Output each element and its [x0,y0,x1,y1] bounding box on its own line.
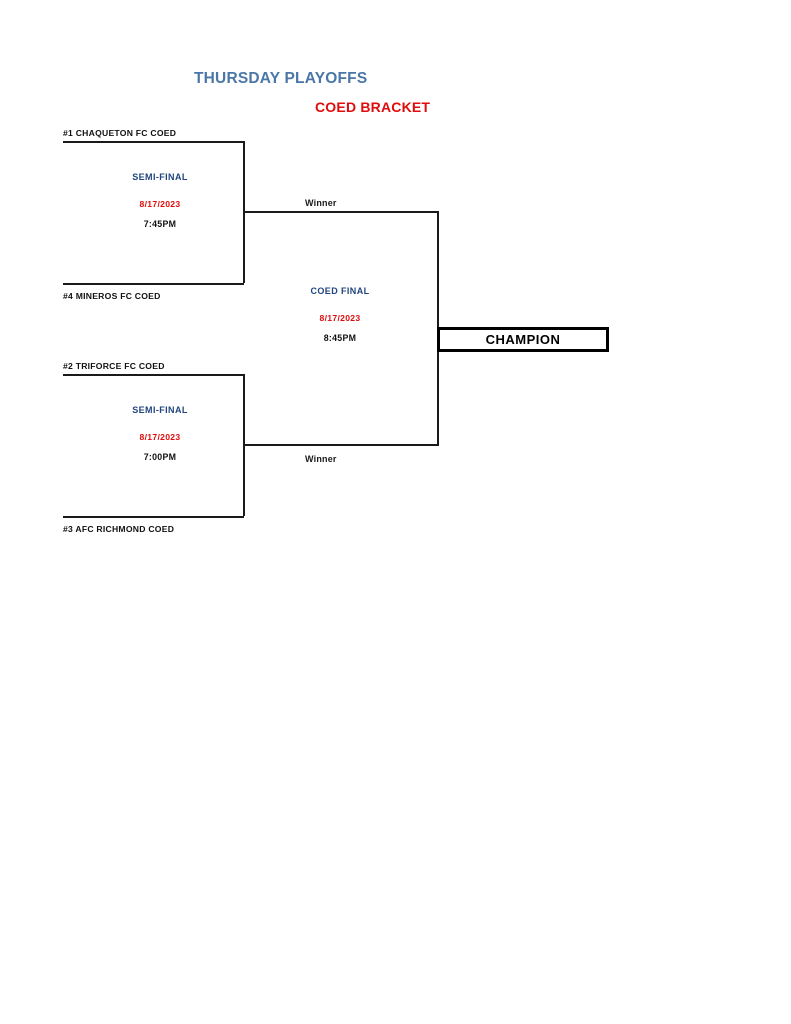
champion-box: CHAMPION [437,327,609,352]
semifinal-1-date: 8/17/2023 [139,199,181,209]
final-bottom-line [243,444,438,446]
semifinal-1-top-line [63,141,244,143]
semifinal-1-round-label: SEMI-FINAL [132,172,188,182]
final-top-line [243,211,438,213]
semifinal-1-bottom-line [63,283,244,285]
semifinal-2-round-label: SEMI-FINAL [132,405,188,415]
final-round-label: COED FINAL [310,286,370,296]
team-seed-3: #3 AFC RICHMOND COED [63,524,175,534]
final-time: 8:45PM [323,333,357,343]
winner-label-semifinal-2: Winner [305,454,337,464]
team-seed-4: #4 MINEROS FC COED [63,291,161,301]
page-subtitle: COED BRACKET [315,99,431,115]
team-seed-1: #1 CHAQUETON FC COED [63,128,177,138]
final-date: 8/17/2023 [319,313,361,323]
semifinal-1-match-info: SEMI-FINAL 8/17/2023 7:45PM [98,172,222,229]
semifinal-2-match-info: SEMI-FINAL 8/17/2023 7:00PM [98,405,222,462]
semifinal-2-time: 7:00PM [143,452,177,462]
semifinal-2-top-line [63,374,244,376]
semifinal-1-time: 7:45PM [143,219,177,229]
page-title: THURSDAY PLAYOFFS [194,70,368,87]
semifinal-2-bottom-line [63,516,244,518]
team-seed-2: #2 TRIFORCE FC COED [63,361,165,371]
semifinal-2-date: 8/17/2023 [139,432,181,442]
final-match-info: COED FINAL 8/17/2023 8:45PM [278,286,402,343]
champion-label: CHAMPION [485,332,561,347]
winner-label-semifinal-1: Winner [305,198,337,208]
